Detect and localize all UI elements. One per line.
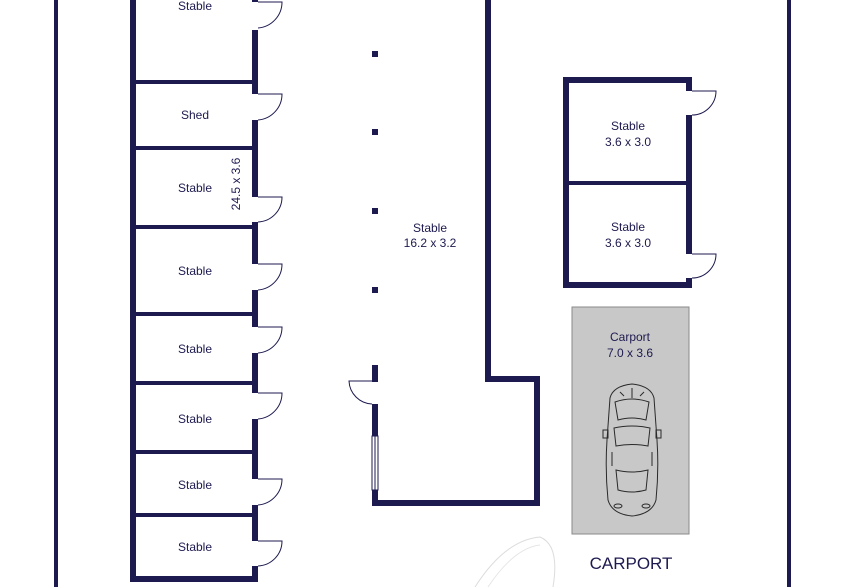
door-swing-icon [257, 478, 283, 506]
left-stable-block [130, 0, 258, 582]
center-stable-label: Stable [413, 221, 447, 235]
right-stable-top-dimension: 3.6 x 3.0 [605, 135, 651, 149]
right-stable-bottom-dimension: 3.6 x 3.0 [605, 236, 651, 250]
site-boundary-left [54, 0, 58, 587]
center-stable-dimension: 16.2 x 3.2 [404, 236, 457, 250]
left-block-doors [257, 1, 283, 567]
door-swing-icon [257, 263, 283, 291]
door-swing-icon [257, 1, 283, 29]
carport-label: Carport [610, 330, 651, 344]
left-stable-4-label: Stable [178, 342, 212, 356]
door-swing-icon [348, 380, 373, 405]
right-stable-block [563, 77, 692, 288]
right-stable-top-label: Stable [611, 119, 645, 133]
site-boundary-right [787, 0, 791, 587]
carport-area-label: CARPORT [590, 554, 673, 573]
door-swing-icon [257, 392, 283, 420]
carport-area [571, 306, 690, 535]
driveway-curve [474, 536, 556, 587]
left-stable-1-label: Stable [178, 0, 212, 13]
left-stable-3-label: Stable [178, 264, 212, 278]
door-swing-icon [691, 253, 717, 279]
door-swing-icon [257, 326, 283, 354]
center-stable-block [371, 0, 540, 506]
car-top-view-icon [602, 383, 662, 517]
left-stable-5-label: Stable [178, 412, 212, 426]
door-swing-icon [257, 540, 283, 567]
shed-label: Shed [181, 108, 209, 122]
left-stable-7-label: Stable [178, 540, 212, 554]
right-stable-bottom-label: Stable [611, 220, 645, 234]
door-swing-icon [257, 196, 283, 223]
left-stable-2-label: Stable [178, 181, 212, 195]
door-swing-icon [691, 90, 717, 116]
carport-dimension: 7.0 x 3.6 [607, 346, 653, 360]
door-swing-icon [257, 93, 283, 121]
left-stable-6-label: Stable [178, 478, 212, 492]
left-stable-2-dimension: 24.5 x 3.6 [229, 157, 243, 210]
